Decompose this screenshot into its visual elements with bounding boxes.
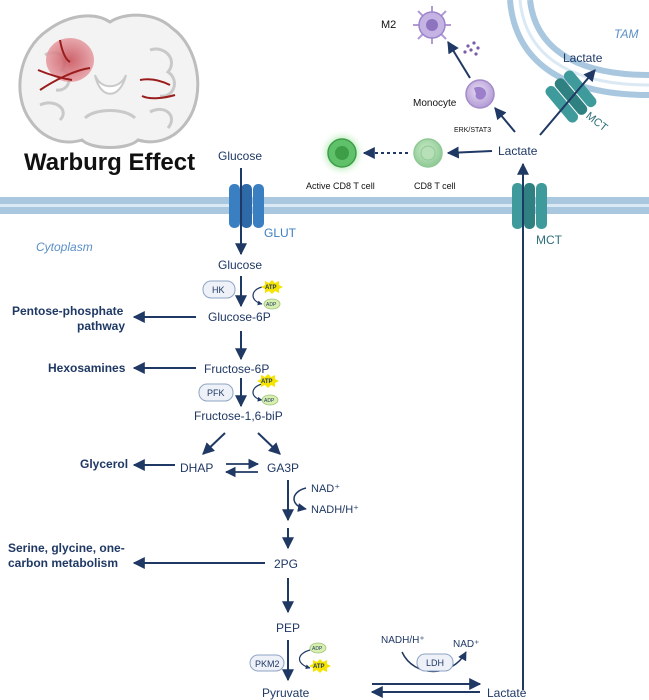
arrow-lactate-to-cd8: [446, 146, 493, 159]
arrow-lactate-into-tam: [539, 69, 596, 136]
title: Warburg Effect: [24, 149, 195, 176]
hexosamines-label: Hexosamines: [48, 361, 126, 375]
adp-badge-hk: ADP: [263, 298, 281, 310]
pentose-label-line1: Pentose-phosphate: [12, 304, 124, 318]
ldh-label: LDH: [426, 658, 444, 668]
pyruvate-label: Pyruvate: [262, 686, 310, 700]
atp-text-hk: ATP: [265, 285, 277, 291]
nad-plus-label: NAD⁺: [311, 483, 340, 495]
adp-text-hk: ADP: [266, 302, 277, 308]
cytoplasm-label: Cytoplasm: [36, 240, 93, 254]
nadh-label: NADH/H⁺: [311, 504, 359, 516]
pfk-label: PFK: [207, 388, 225, 398]
pkm2-enzyme: [249, 654, 285, 672]
pentose-label-line2: pathway: [77, 319, 125, 333]
adp-badge-pfk: ADP: [261, 394, 279, 406]
arrow-monocyte-to-m2: [447, 40, 471, 79]
fructose-16bip-label: Fructose-1,6-biP: [194, 409, 283, 423]
adp-text-pfk: ADP: [264, 398, 275, 404]
ldh-enzyme: [416, 653, 454, 672]
hk-label: HK: [212, 285, 225, 295]
dhap-label: DHAP: [180, 461, 213, 475]
cd8-t-cell-icon: [413, 138, 443, 168]
atp-text-pkm2: ATP: [313, 664, 325, 670]
glucose-6p-label: Glucose-6P: [208, 310, 271, 324]
lactate-tam-label: Lactate: [563, 51, 603, 65]
mct-tam-label: MCT: [583, 110, 609, 134]
atp-text-pfk: ATP: [261, 379, 273, 385]
mct-label: MCT: [536, 233, 563, 247]
fructose-6p-label: Fructose-6P: [204, 362, 269, 376]
active-cd8-label: Active CD8 T cell: [306, 181, 375, 191]
lactate-bottom-label: Lactate: [487, 686, 527, 700]
m2-macrophage-icon: [413, 6, 451, 44]
monocyte-label: Monocyte: [413, 98, 457, 109]
serine-label-line2: carbon metabolism: [8, 556, 118, 570]
arrow-lactate-to-monocyte: [494, 107, 516, 133]
arrow-f16bp-to-dhap: [202, 432, 226, 455]
atp-adp-curve-hk: [252, 286, 263, 306]
glut-label: GLUT: [264, 226, 297, 240]
monocyte-icon: [465, 79, 495, 109]
tam-label: TAM: [614, 27, 638, 41]
m2-label: M2: [381, 19, 396, 31]
active-cd8-t-cell-icon: [318, 129, 366, 177]
atp-badge-pfk: ATP: [257, 374, 279, 388]
lactate-out-label: Lactate: [498, 144, 538, 158]
glut-transporter: [229, 184, 264, 228]
cd8-label: CD8 T cell: [414, 181, 456, 191]
cytokine-dots: [463, 41, 480, 56]
nad-ldh-label: NAD⁺: [453, 639, 479, 650]
ga3p-label: GA3P: [267, 461, 299, 475]
nad-curve: [293, 487, 307, 512]
brain-icon: [18, 13, 200, 149]
glycerol-label: Glycerol: [80, 457, 128, 471]
glucose-in-label: Glucose: [218, 258, 262, 272]
cell-membrane: [0, 197, 649, 214]
2pg-label: 2PG: [274, 557, 298, 571]
atp-adp-curve-pfk: [252, 383, 263, 402]
atp-badge-pkm2: ATP: [309, 659, 331, 673]
atp-badge-hk: ATP: [261, 280, 283, 294]
adp-badge-pkm2: ADP: [309, 642, 327, 654]
pep-label: PEP: [276, 621, 300, 635]
serine-label-line1: Serine, glycine, one-: [8, 541, 125, 555]
erk-stat3-label: ERK/STAT3: [454, 127, 491, 134]
glucose-out-label: Glucose: [218, 149, 262, 163]
arrow-f16bp-to-ga3p: [257, 432, 281, 455]
adp-atp-curve-pkm2: [298, 649, 311, 670]
adp-text-pkm2: ADP: [312, 646, 323, 652]
nadh-ldh-label: NADH/H⁺: [381, 635, 425, 646]
pkm2-label: PKM2: [255, 659, 280, 669]
pfk-enzyme: [198, 383, 234, 402]
hk-enzyme: [202, 280, 236, 299]
tam-membrane: [507, 0, 649, 98]
mct-transporter: [512, 183, 547, 229]
